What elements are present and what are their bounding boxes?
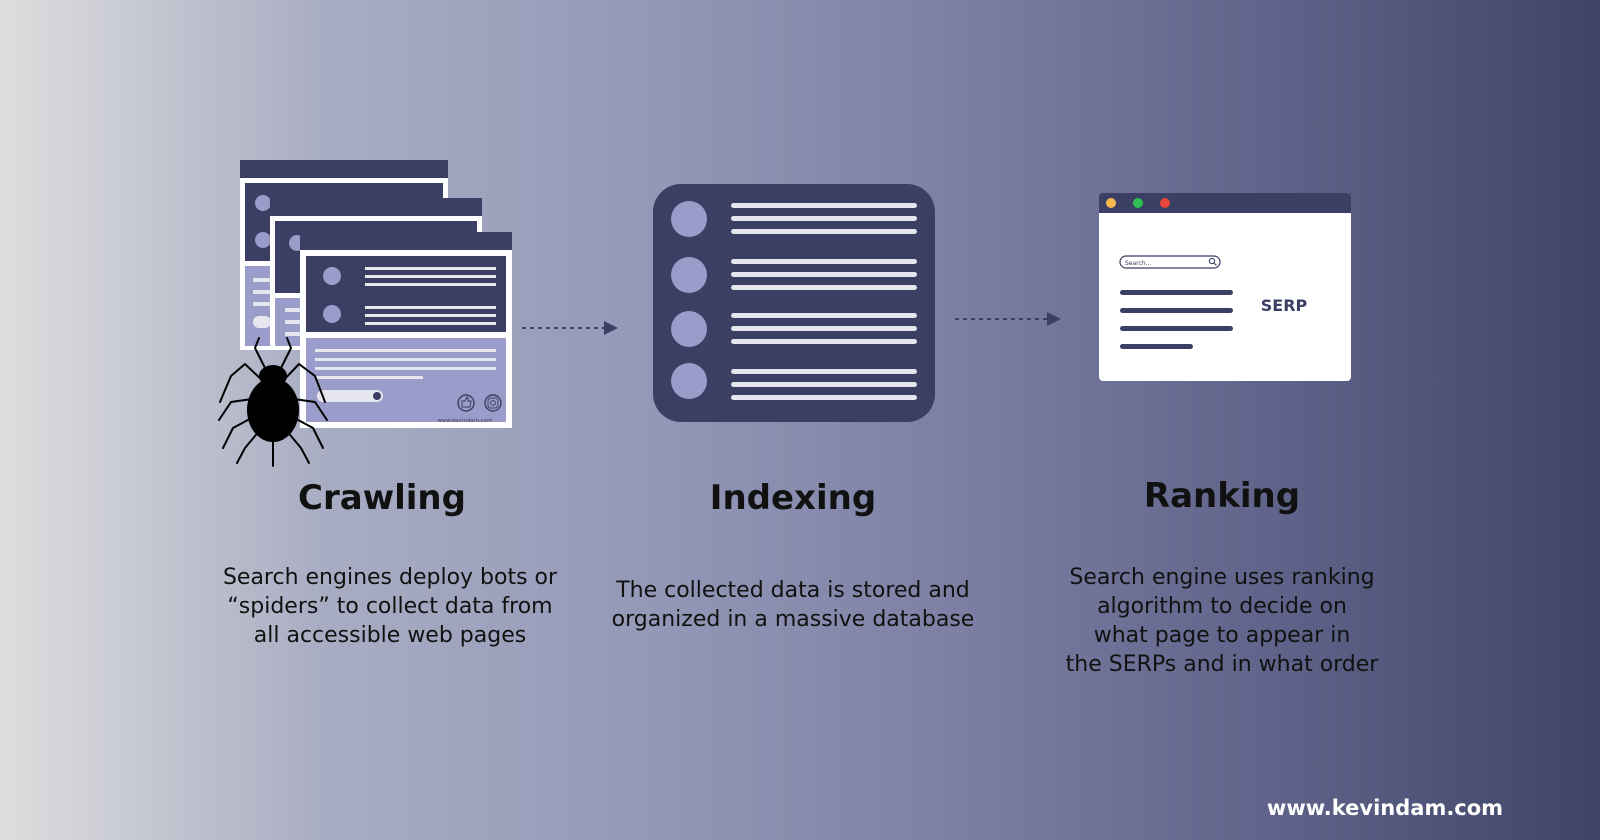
database-icon [653,184,935,422]
dashed-arrow-1 [522,321,618,335]
stage-description-crawling: Search engines deploy bots or “spiders” … [222,565,558,648]
window-dot-red [1160,198,1170,208]
serp-window-icon: Search... SERP [1099,193,1351,381]
crawling-illustration: www.kevindam.com [218,160,512,467]
window-dot-yellow [1106,198,1116,208]
record-row-4 [671,363,917,400]
search-placeholder: Search... [1125,260,1151,267]
card-footer-url: www.kevindam.com [437,418,492,424]
record-row-2 [671,257,917,293]
stage-description-ranking: Search engine uses ranking algorithm to … [1065,565,1379,677]
record-row-3 [671,311,917,347]
thumbs-up-icon [457,394,475,412]
search-bar: Search... [1119,255,1221,269]
record-row-1 [671,201,917,237]
serp-label: SERP [1261,296,1308,315]
stage-title-indexing: Indexing [709,478,877,518]
stage-title-ranking: Ranking [1143,476,1301,516]
stage-title-crawling: Crawling [298,478,466,518]
result-line [1120,326,1233,331]
spider-icon [218,337,328,467]
website-url: www.kevindam.com [1266,796,1504,820]
search-icon [1208,257,1217,266]
instagram-icon [484,394,502,412]
result-line [1120,344,1193,349]
result-line [1120,290,1233,295]
webpage-card-front: www.kevindam.com [300,232,512,428]
window-dot-green [1133,198,1143,208]
result-line [1120,308,1233,313]
dashed-arrow-2 [955,312,1061,326]
stage-description-indexing: The collected data is stored and organiz… [611,578,975,632]
